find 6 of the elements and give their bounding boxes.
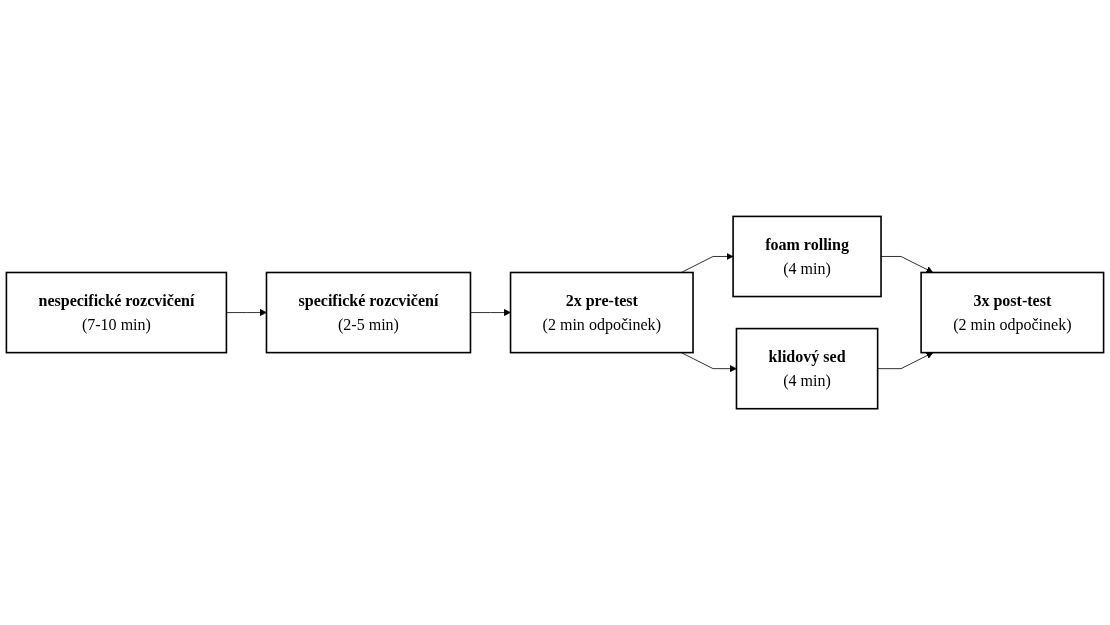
node-box: specifické rozcvičení (2-5 min) [265, 271, 472, 354]
node-box: foam rolling (4 min) [732, 215, 882, 298]
node-box: 2x pre-test (2 min odpočinek) [509, 271, 694, 354]
node-box: klidový sed (4 min) [735, 327, 879, 410]
node-box: 3x post-test (2 min odpočinek) [920, 271, 1105, 354]
node-box: nespecifické rozcvičení (7-10 min) [5, 271, 228, 354]
